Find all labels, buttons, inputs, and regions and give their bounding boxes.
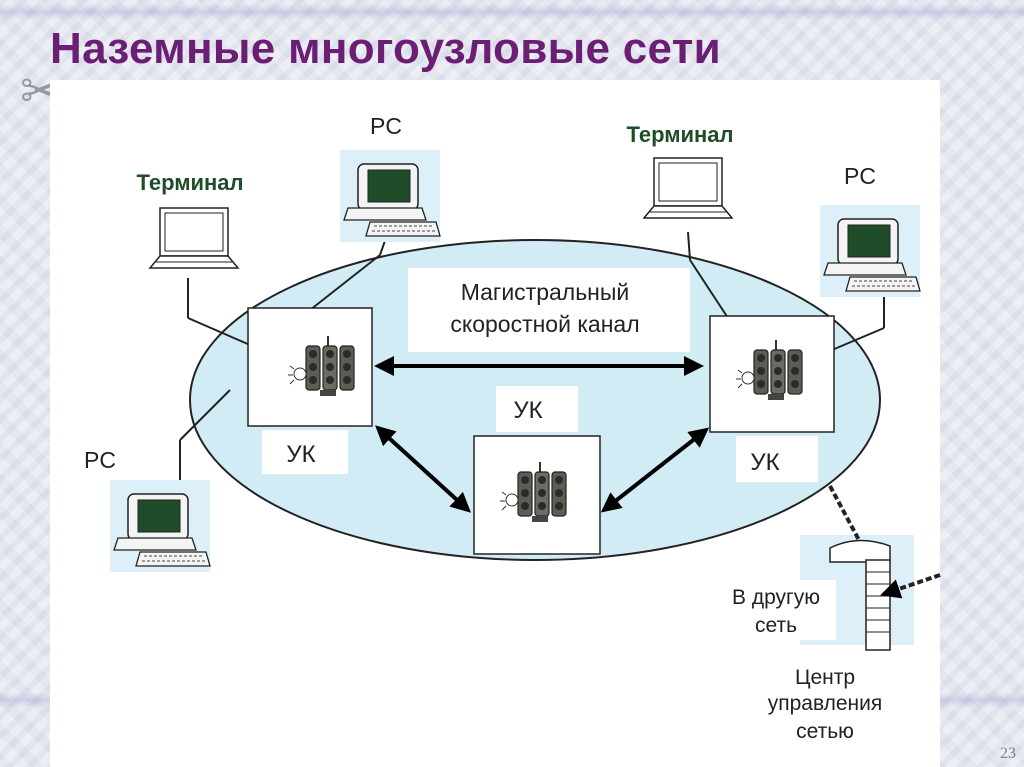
other-network-box: [716, 580, 836, 640]
switch-right: УК: [709, 315, 835, 482]
switch-left-label: УК: [286, 441, 315, 468]
terminal-right: Терминал: [626, 122, 734, 219]
terminal-left-label: Терминал: [136, 170, 243, 195]
pc-right: PC: [819, 163, 921, 298]
pc-top-label: PC: [370, 113, 402, 139]
laptop-icon: [149, 207, 239, 269]
control-center-line3: сетью: [796, 720, 854, 743]
control-center-line2: управления: [768, 692, 883, 715]
desktop-pc-icon: [339, 149, 441, 243]
control-center-line1: Центр: [795, 666, 855, 689]
switch-center: УК: [473, 386, 601, 555]
switch-right-label: УК: [750, 449, 779, 476]
page-number: 23: [1000, 745, 1016, 762]
slide-title: Наземные многоузловые сети: [50, 24, 721, 73]
pc-top: PC: [339, 113, 441, 243]
switch-left: УК: [247, 307, 373, 474]
backbone-label-box: [408, 268, 690, 352]
other-network-line2: сеть: [755, 614, 797, 637]
server-icon: [865, 559, 891, 651]
desktop-pc-icon: [109, 479, 211, 573]
laptop-icon: [643, 157, 733, 219]
backbone-label-line1: Магистральный: [461, 279, 630, 305]
backbone-label-line2: скоростной канал: [450, 311, 639, 337]
terminal-right-label: Терминал: [626, 122, 733, 147]
top-decoration: [0, 4, 1024, 20]
switch-center-label: УК: [513, 397, 542, 424]
device-links: [179, 231, 885, 490]
other-network-line1: В другую: [732, 586, 820, 609]
backbone-arrows: [374, 356, 710, 513]
pc-left: PC: [84, 447, 211, 573]
pc-right-label: PC: [844, 163, 876, 189]
desktop-pc-icon: [819, 204, 921, 298]
terminal-left: Терминал: [136, 170, 244, 269]
pc-left-label: PC: [84, 447, 116, 473]
